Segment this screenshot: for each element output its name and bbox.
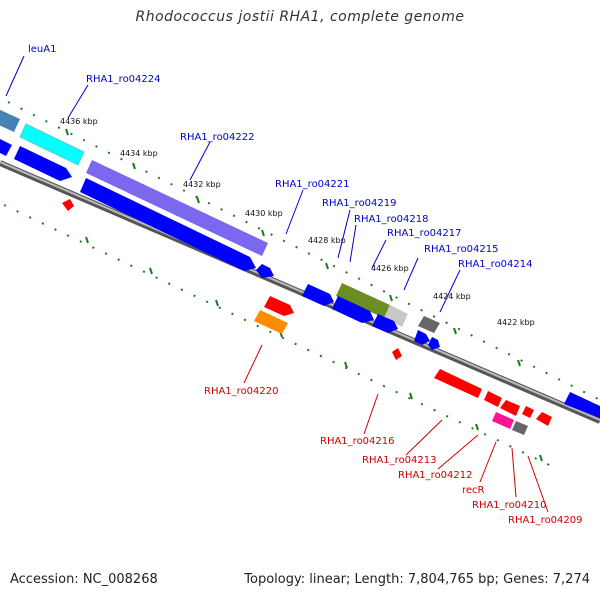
gene-RHA1_ro04212[interactable] <box>484 391 502 407</box>
gene-RHA1_ro04222[interactable] <box>86 160 268 256</box>
label-RHA1_ro04220[interactable]: RHA1_ro04220 <box>204 386 279 397</box>
gene-forward-right[interactable] <box>564 392 600 418</box>
label-RHA1_ro04210[interactable]: RHA1_ro04210 <box>472 500 547 511</box>
scale-label: 4434 kbp <box>120 149 158 158</box>
gene-RHA1_ro04221[interactable] <box>80 178 256 271</box>
gene-RHA1_ro04224[interactable] <box>19 123 85 166</box>
scale-label: 4430 kbp <box>245 209 283 218</box>
gene-RHA1_ro04220[interactable] <box>254 310 288 334</box>
forward-label-group <box>5 55 461 313</box>
gene-RHA1_ro04218[interactable] <box>302 284 334 306</box>
scale-label: 4426 kbp <box>371 264 409 273</box>
gene-recR[interactable] <box>492 412 514 429</box>
genome-summary-text: Topology: linear; Length: 7,804,765 bp; … <box>244 572 590 587</box>
gene-reverse-small-1[interactable] <box>62 199 74 211</box>
forward-tick-track <box>7 101 600 401</box>
gene-forward-c[interactable] <box>256 264 274 278</box>
label-RHA1_ro04212[interactable]: RHA1_ro04212 <box>398 470 473 481</box>
accession-text: Accession: NC_008268 <box>10 572 158 587</box>
reverse-major-ticks <box>85 236 543 462</box>
reverse-label-group <box>243 344 549 513</box>
label-RHA1_ro04209[interactable]: RHA1_ro04209 <box>508 515 583 526</box>
label-RHA1_ro04221[interactable]: RHA1_ro04221 <box>275 179 350 190</box>
label-leuA1[interactable]: leuA1 <box>28 44 56 55</box>
scale-label: 4436 kbp <box>60 117 98 126</box>
label-RHA1_ro04222[interactable]: RHA1_ro04222 <box>180 132 255 143</box>
forward-features-row2 <box>0 136 600 418</box>
scale-label: 4422 kbp <box>497 318 535 327</box>
label-RHA1_ro04215[interactable]: RHA1_ro04215 <box>424 244 499 255</box>
scale-label: 4424 kbp <box>433 292 471 301</box>
gene-RHA1_ro04213[interactable] <box>434 369 482 398</box>
label-recR[interactable]: recR <box>462 485 485 496</box>
gene-RHA1_ro04216[interactable] <box>392 348 402 360</box>
label-RHA1_ro04219[interactable]: RHA1_ro04219 <box>322 198 397 209</box>
gene-RHA1_ro04217[interactable] <box>332 296 374 323</box>
gene-RHA1_ro04214[interactable] <box>418 316 440 333</box>
gene-leuA1[interactable] <box>0 108 20 132</box>
label-RHA1_ro04216[interactable]: RHA1_ro04216 <box>320 436 395 447</box>
gene-RHA1_ro04220b[interactable] <box>264 296 294 316</box>
forward-features-row1 <box>0 108 440 333</box>
forward-major-ticks <box>65 128 521 367</box>
gene-forward-b[interactable] <box>14 146 72 181</box>
scale-label: 4432 kbp <box>183 180 221 189</box>
scale-label: 4428 kbp <box>308 236 346 245</box>
gene-RHA1_ro04210[interactable] <box>512 421 528 435</box>
gene-forward-a[interactable] <box>0 136 12 156</box>
gene-RHA1_ro04219[interactable] <box>336 283 390 318</box>
gene-RHA1_ro04215[interactable] <box>372 314 398 333</box>
reverse-features <box>62 199 552 435</box>
label-RHA1_ro04218[interactable]: RHA1_ro04218 <box>354 214 429 225</box>
label-RHA1_ro04224[interactable]: RHA1_ro04224 <box>86 74 161 85</box>
label-RHA1_ro04213[interactable]: RHA1_ro04213 <box>362 455 437 466</box>
genome-title: Rhodococcus jostii RHA1, complete genome <box>135 9 465 25</box>
label-RHA1_ro04214[interactable]: RHA1_ro04214 <box>458 259 533 270</box>
scale-labels: 4436 kbp 4434 kbp 4432 kbp 4430 kbp 4428… <box>60 117 535 327</box>
label-RHA1_ro04217[interactable]: RHA1_ro04217 <box>387 228 462 239</box>
